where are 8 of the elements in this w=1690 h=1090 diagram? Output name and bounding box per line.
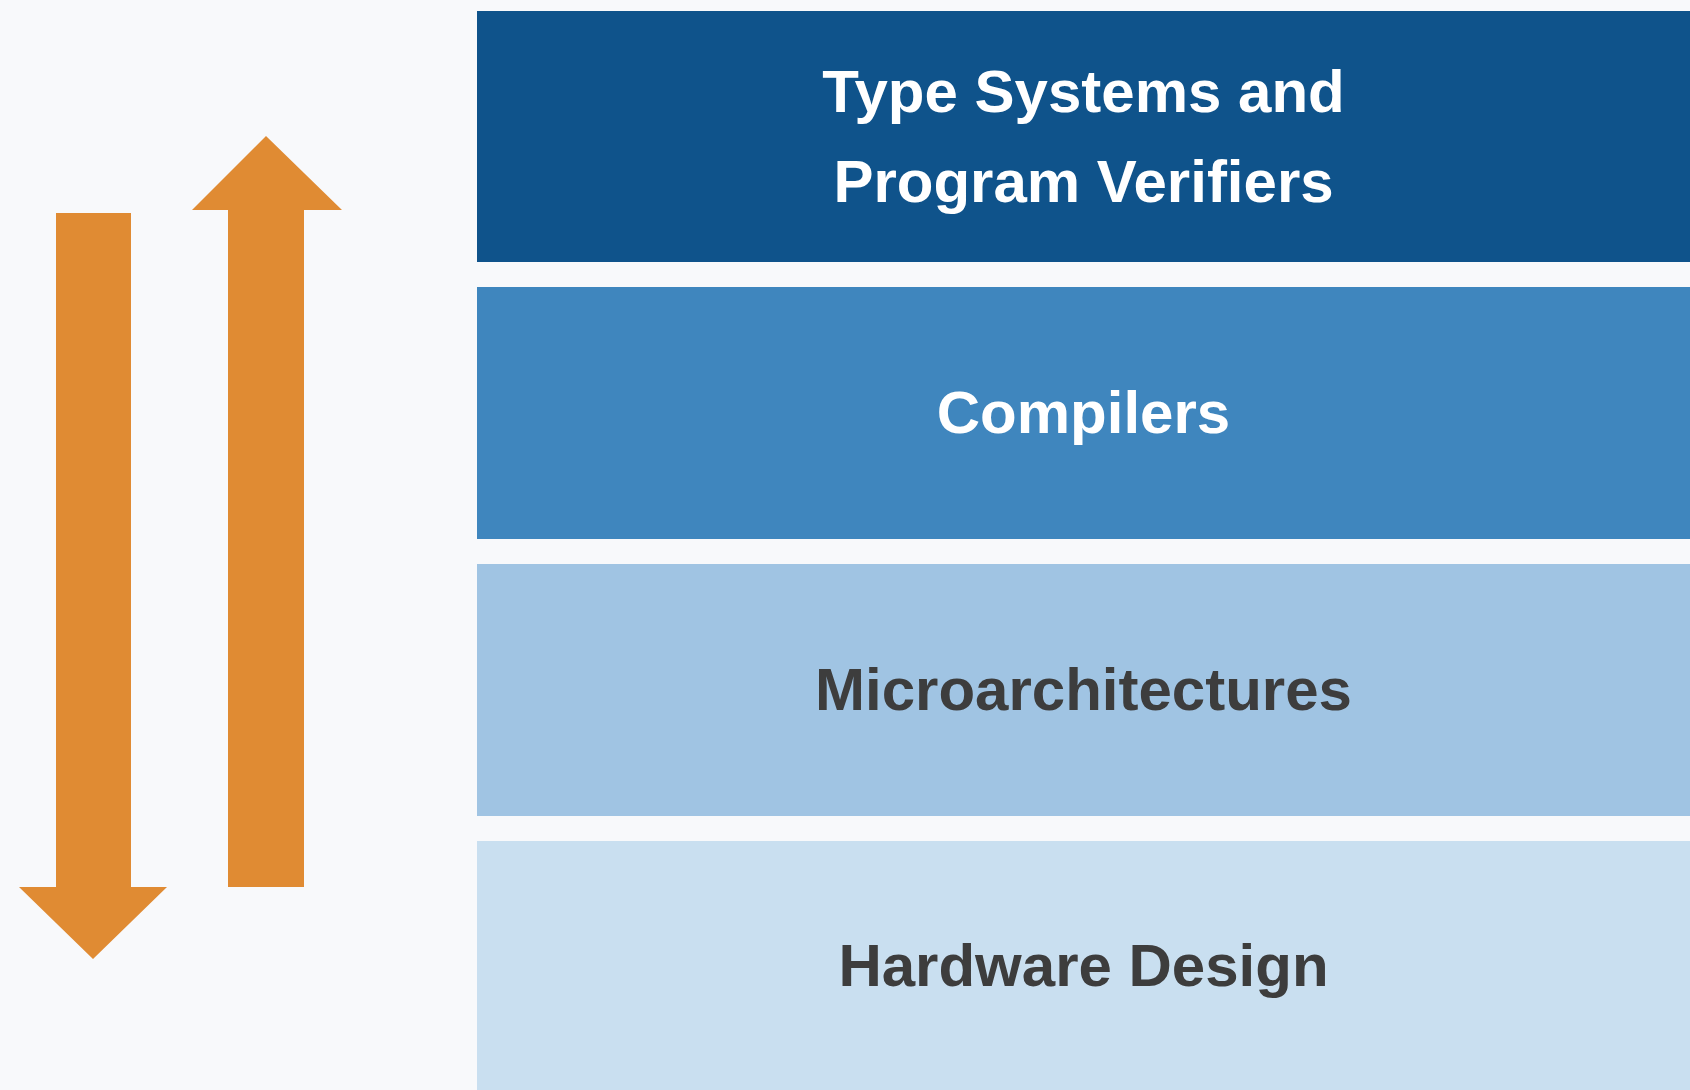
layer-band — [477, 287, 1690, 539]
layer-label: Microarchitectures — [815, 655, 1352, 725]
layer-band — [477, 564, 1690, 816]
layer-band — [477, 841, 1690, 1090]
layer-band — [477, 11, 1690, 262]
layer-label: Type Systems and Program Verifiers — [821, 56, 1346, 217]
layer-label: Compilers — [936, 378, 1231, 448]
layer-label: Hardware Design — [838, 930, 1329, 1001]
